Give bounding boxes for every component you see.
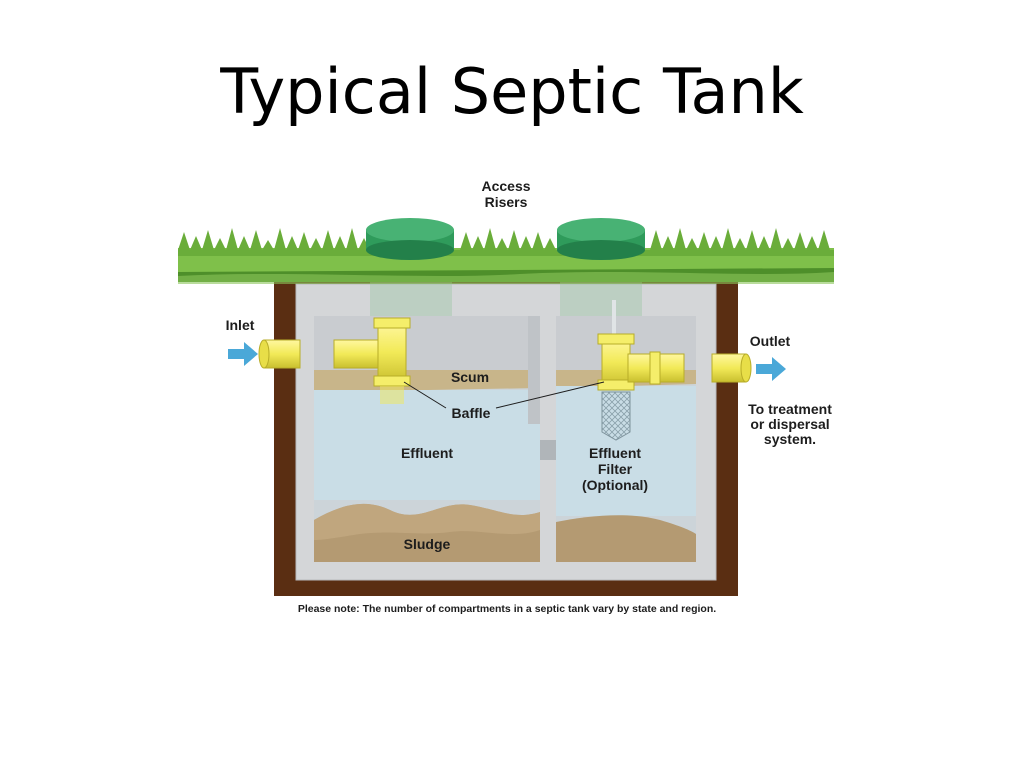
label-effluent-filter-2: Filter <box>598 461 633 477</box>
label-scum: Scum <box>451 369 489 385</box>
outlet-baffle-tee <box>597 300 685 391</box>
compartment-divider <box>540 316 556 562</box>
scum-layer-left <box>314 370 540 392</box>
outlet-arrow-icon <box>756 357 786 381</box>
label-access-risers-1: Access <box>481 178 530 194</box>
sludge-layer-right <box>556 515 696 562</box>
label-effluent-filter-3: (Optional) <box>582 477 648 493</box>
inlet-pipe <box>258 339 301 369</box>
label-treatment-1: To treatment <box>748 401 832 417</box>
inlet-baffle-tee <box>333 317 411 404</box>
grass-surface <box>178 228 834 284</box>
outlet-pipe <box>711 353 752 383</box>
effluent-layer-left <box>314 390 540 500</box>
access-riser-right <box>557 218 645 260</box>
slide-title: Typical Septic Tank <box>220 55 804 128</box>
footnote: Please note: The number of compartments … <box>298 603 716 615</box>
effluent-filter <box>601 391 631 441</box>
baffle-leader-left <box>403 381 447 409</box>
label-baffle: Baffle <box>452 405 491 421</box>
label-effluent: Effluent <box>401 445 453 461</box>
label-access-risers-2: Risers <box>485 194 528 210</box>
label-inlet: Inlet <box>226 317 255 333</box>
label-sludge: Sludge <box>404 536 451 552</box>
access-riser-left <box>366 218 454 260</box>
label-treatment-3: system. <box>764 431 816 447</box>
baffle-leader-right <box>495 381 605 409</box>
label-effluent-filter-1: Effluent <box>589 445 641 461</box>
inlet-arrow-icon <box>228 342 258 366</box>
label-outlet: Outlet <box>750 333 791 349</box>
label-treatment-2: or dispersal <box>750 416 829 432</box>
